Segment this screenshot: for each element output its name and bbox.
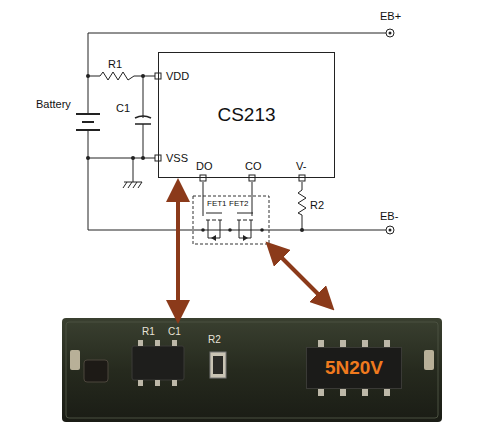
terminal: [389, 229, 392, 232]
wire: [88, 76, 158, 77]
pcb-edge: [66, 322, 438, 418]
pin-label: R1: [108, 58, 122, 70]
pin-label: EB+: [380, 10, 401, 22]
resistor-part: [210, 352, 226, 378]
pin-label: VSS: [166, 152, 188, 164]
terminal: [386, 29, 394, 37]
junction-dots: [86, 74, 304, 232]
wire: [88, 33, 386, 34]
pin-label: DO: [196, 160, 213, 172]
pin-label: R2: [310, 199, 324, 211]
pin-label: FET2: [229, 199, 249, 208]
diode-symbol: [201, 228, 264, 241]
pin-label: CO: [245, 160, 262, 172]
silkscreen-label: R2: [208, 334, 221, 345]
pin-label: FET1: [207, 199, 227, 208]
node-label: 5N20V: [325, 357, 383, 379]
fet-group-box: [193, 196, 269, 244]
capacitor-part: [84, 360, 108, 382]
pcb-photo: [62, 318, 442, 422]
silkscreen-label: R1: [142, 326, 155, 337]
mosfet-chip: 5N20V: [306, 347, 402, 389]
ic-chip-photo: [132, 346, 184, 380]
wire: [203, 182, 252, 212]
node-label: CS213: [217, 104, 275, 126]
resistor-part: [213, 356, 223, 374]
pin-label: EB-: [380, 210, 398, 222]
pin-label: Battery: [36, 98, 71, 110]
wire: [88, 158, 158, 159]
capacitor-symbol: [135, 116, 151, 124]
pointer-arrow: [274, 250, 326, 302]
silkscreen-label: C1: [168, 326, 181, 337]
wire: [143, 76, 144, 158]
pin-squares: [155, 73, 305, 181]
resistor-symbol: [298, 190, 306, 220]
chip-pins: [138, 340, 177, 386]
pointer-arrow: [176, 190, 180, 312]
wire: [88, 33, 89, 230]
terminal: [386, 226, 394, 234]
terminal: [389, 32, 392, 35]
mosfet-symbol: [203, 212, 253, 238]
battery-symbol: [76, 114, 100, 130]
ground-symbol: [123, 182, 142, 188]
pin-label: V-: [296, 160, 306, 172]
resistor-symbol: [100, 72, 134, 80]
wire: [133, 158, 134, 182]
wire: [88, 230, 386, 231]
pin-label: VDD: [166, 70, 189, 82]
pin-label: C1: [116, 102, 130, 114]
